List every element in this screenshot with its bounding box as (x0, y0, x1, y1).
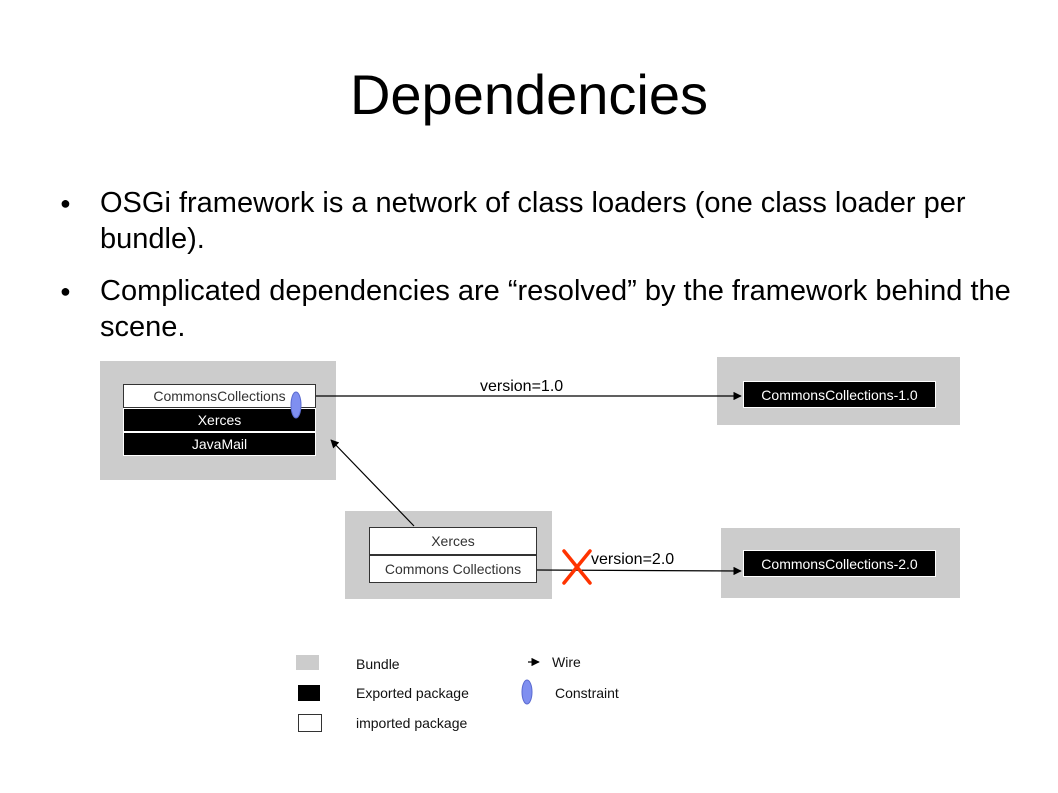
wire-label-version-1: version=1.0 (480, 378, 564, 395)
bullet-text: Complicated dependencies are “resolved” … (100, 275, 1011, 343)
legend-bundle-label: Bundle (356, 656, 400, 672)
package-commons-collections-imported: Commons Collections (369, 555, 537, 583)
bullet-item: ● OSGi framework is a network of class l… (60, 185, 1020, 257)
legend-imported-swatch (298, 714, 322, 732)
bullet-text: OSGi framework is a network of class loa… (100, 187, 966, 255)
bullet-list: ● OSGi framework is a network of class l… (60, 185, 1020, 361)
package-commons-collections-imported: CommonsCollections (123, 384, 316, 408)
package-xerces-exported: Xerces (123, 408, 316, 432)
constraint-ellipse-icon (290, 391, 302, 419)
package-xerces-imported: Xerces (369, 527, 537, 555)
slide-title: Dependencies (349, 63, 709, 126)
wire-version-2 (536, 566, 742, 576)
wire-xerces (330, 439, 415, 527)
legend-constraint-label: Constraint (555, 685, 619, 701)
package-commons-collections-2-0-exported: CommonsCollections-2.0 (743, 550, 936, 577)
package-javamail-exported: JavaMail (123, 432, 316, 456)
legend-wire-label: Wire (552, 654, 581, 670)
bullet-dot-icon: ● (60, 193, 71, 213)
legend-bundle-swatch (296, 655, 319, 670)
bullet-item: ● Complicated dependencies are “resolved… (60, 273, 1020, 345)
legend-constraint-icon (521, 679, 533, 705)
legend-exported-swatch (298, 685, 320, 701)
package-commons-collections-1-0-exported: CommonsCollections-1.0 (743, 381, 936, 408)
red-x-icon (562, 549, 592, 585)
legend-exported-label: Exported package (356, 685, 469, 701)
bullet-dot-icon: ● (60, 281, 71, 301)
legend-imported-label: imported package (356, 715, 468, 731)
wire-label-version-2: version=2.0 (591, 551, 675, 568)
